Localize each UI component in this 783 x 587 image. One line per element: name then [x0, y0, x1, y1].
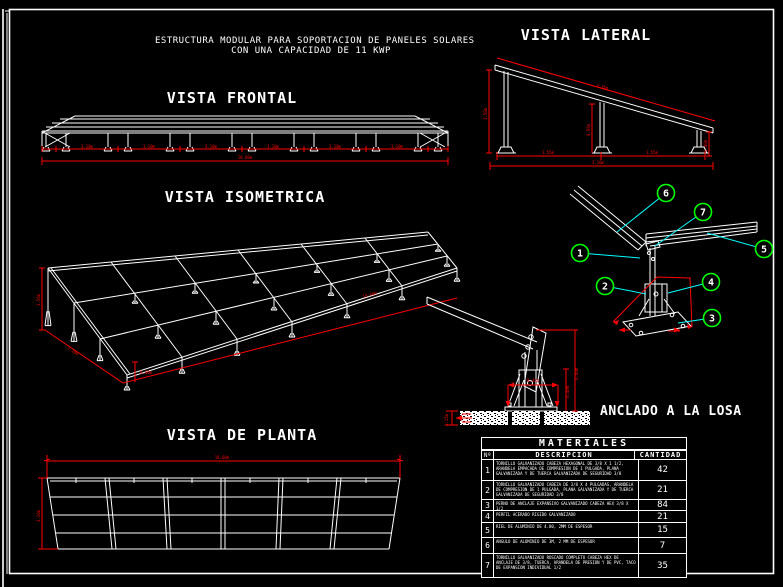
vista-lateral-drawing: 1.50m 0.95m 0.40m 3.35m 1.55m 1.55m 3.10… — [483, 57, 716, 170]
dim-label: 3.10m — [329, 144, 342, 149]
table-row: 3 PERNO DE ANCLAJE EXPANSIVO GALVANIZADO… — [481, 500, 687, 511]
vista-planta-label: VISTA DE PLANTA — [166, 426, 318, 444]
row-desc: PERFIL ACERADO RIGIDO GALVANIZADO — [494, 511, 639, 522]
svg-text:1: 1 — [577, 249, 583, 260]
dim-label: 3.10m — [66, 345, 79, 356]
dim-label: 3.10m — [391, 144, 404, 149]
row-qty: 42 — [657, 465, 668, 475]
balloon-3: 3 — [702, 308, 722, 328]
balloon-7: 7 — [693, 202, 713, 222]
sheet-title: ESTRUCTURA MODULAR PARA SOPORTACION DE P… — [155, 36, 475, 56]
dim-label: 3.10m — [205, 144, 218, 149]
row-desc: PERNO DE ANCLAJE EXPANSIVO GALVANIZADO C… — [494, 500, 639, 510]
detail-base-dimension — [612, 276, 693, 333]
row-qty: 21 — [657, 511, 668, 522]
vista-frontal-drawing: 3.10m 3.10m 3.10m 3.10m 3.10m 3.10m 18.6… — [41, 115, 449, 165]
svg-text:4: 4 — [708, 278, 714, 289]
svg-text:2: 2 — [602, 282, 608, 293]
lateral-dimensions: 1.50m 0.95m 0.40m 3.35m 1.55m 1.55m 3.10… — [483, 57, 716, 170]
dim-label: 1.50m — [483, 107, 488, 120]
svg-text:5: 5 — [761, 245, 767, 256]
materials-table: MATERIALES Nº DESCRIPCION CANTIDAD 1 TOR… — [481, 437, 687, 578]
dim-label: 18.60m — [215, 455, 230, 460]
planta-dimensions: 18.60m 3.10m — [36, 455, 404, 550]
vista-lateral-label: VISTA LATERAL — [520, 26, 652, 44]
dim-label: 18.60m — [362, 290, 378, 298]
dim-label: 3.10m — [36, 509, 41, 522]
anclaje-detail-drawing: 0.42m 0.60m 0.40m 0.15m — [426, 296, 590, 426]
dim-label: 18.60m — [238, 155, 253, 160]
dim-label: 0.60m — [574, 367, 579, 380]
dim-label: 0.42m — [527, 378, 540, 383]
dim-label: 1.55m — [646, 150, 659, 155]
col-header-descripcion: DESCRIPCION — [494, 451, 635, 459]
row-no: 5 — [482, 523, 494, 537]
frontal-dimensions: 3.10m 3.10m 3.10m 3.10m 3.10m 3.10m 18.6… — [41, 144, 449, 165]
sheet-title-line2: CON UNA CAPACIDAD DE 11 KWP — [231, 46, 391, 56]
slab-hatch — [460, 411, 590, 425]
row-qty: 21 — [657, 485, 668, 495]
dim-label: 3.35m — [596, 82, 610, 90]
row-desc: TORNILLO GALVANIZADO ROSCADO COMPLETO CA… — [494, 554, 639, 577]
dim-label: 3.10m — [592, 160, 605, 165]
balloon-4: 4 — [701, 272, 721, 292]
row-qty: 15 — [657, 525, 668, 535]
vista-frontal-label: VISTA FRONTAL — [166, 89, 298, 107]
table-row: 5 RIEL DE ALUMINIO DE 4.80, 2MM DE ESPES… — [481, 523, 687, 538]
dim-label: 0.40m — [703, 139, 708, 152]
isometric-dimensions: 1.50m 3.10m 18.60m 0.40m — [36, 267, 458, 384]
detail-leaders — [579, 192, 765, 324]
anclaje-dimensions: 0.42m 0.60m 0.40m 0.15m — [444, 329, 579, 426]
svg-text:7: 7 — [700, 208, 706, 219]
balloon-5: 5 — [754, 239, 774, 259]
table-row: 4 PERFIL ACERADO RIGIDO GALVANIZADO 21 — [481, 511, 687, 523]
dim-label: 0.40m — [140, 370, 153, 375]
balloon-6: 6 — [656, 183, 676, 203]
table-row: 2 TORNILLO GALVANIZADO CABEZA DE 3/8 X 4… — [481, 481, 687, 500]
row-desc: ANGULO DE ALUMINIO DE 3M, 2 MM DE ESPESO… — [494, 538, 639, 553]
row-qty: 35 — [657, 560, 668, 571]
anclaje-label: ANCLADO A LA LOSA — [600, 404, 742, 419]
dim-label: 0.15m — [444, 413, 449, 426]
row-no: 1 — [482, 460, 494, 480]
col-header-no: Nº — [482, 451, 494, 459]
sheet-title-line1: ESTRUCTURA MODULAR PARA SOPORTACION DE P… — [155, 36, 475, 46]
balloon-2: 2 — [595, 276, 615, 296]
row-desc: TORNILLO GALVANIZADO CABEZA HEXAGONAL DE… — [494, 460, 639, 480]
table-row: 7 TORNILLO GALVANIZADO ROSCADO COMPLETO … — [481, 554, 687, 578]
page-border — [2, 8, 775, 587]
row-qty: 7 — [659, 540, 666, 551]
dim-label: 3.10m — [267, 144, 280, 149]
balloon-1: 1 — [570, 243, 590, 263]
vista-isometrica-drawing: 1.50m 3.10m 18.60m 0.40m — [36, 231, 461, 391]
vista-planta-drawing: 18.60m 3.10m — [36, 455, 404, 550]
row-no: 2 — [482, 481, 494, 499]
dim-label: 3.10m — [143, 144, 156, 149]
dim-label: 1.55m — [542, 150, 555, 155]
row-qty: 84 — [657, 500, 668, 510]
row-no: 7 — [482, 554, 494, 577]
post-detail-drawing: 1 2 3 4 5 6 7 — [569, 183, 774, 337]
table-row: 1 TORNILLO GALVANIZADO CABEZA HEXAGONAL … — [481, 460, 687, 481]
row-desc: RIEL DE ALUMINIO DE 4.80, 2MM DE ESPESOR — [494, 523, 639, 537]
materials-header-row: Nº DESCRIPCION CANTIDAD — [481, 450, 687, 460]
row-desc: TORNILLO GALVANIZADO CABEZA DE 3/8 X 4 P… — [494, 481, 639, 499]
dim-label: 0.95m — [586, 123, 591, 136]
detail-balloons: 1 2 3 4 5 6 7 — [570, 183, 774, 328]
svg-text:6: 6 — [663, 189, 669, 200]
dim-label: 0.40m — [565, 385, 570, 398]
svg-text:3: 3 — [709, 314, 715, 325]
dim-label: 1.50m — [36, 293, 41, 306]
table-row: 6 ANGULO DE ALUMINIO DE 3M, 2 MM DE ESPE… — [481, 538, 687, 554]
row-no: 4 — [482, 511, 494, 522]
dim-label: 3.10m — [81, 144, 94, 149]
materials-table-title: MATERIALES — [481, 437, 687, 450]
row-no: 6 — [482, 538, 494, 553]
row-no: 3 — [482, 500, 494, 510]
vista-isometrica-label: VISTA ISOMETRICA — [164, 188, 326, 206]
col-header-cantidad: CANTIDAD — [639, 451, 682, 459]
